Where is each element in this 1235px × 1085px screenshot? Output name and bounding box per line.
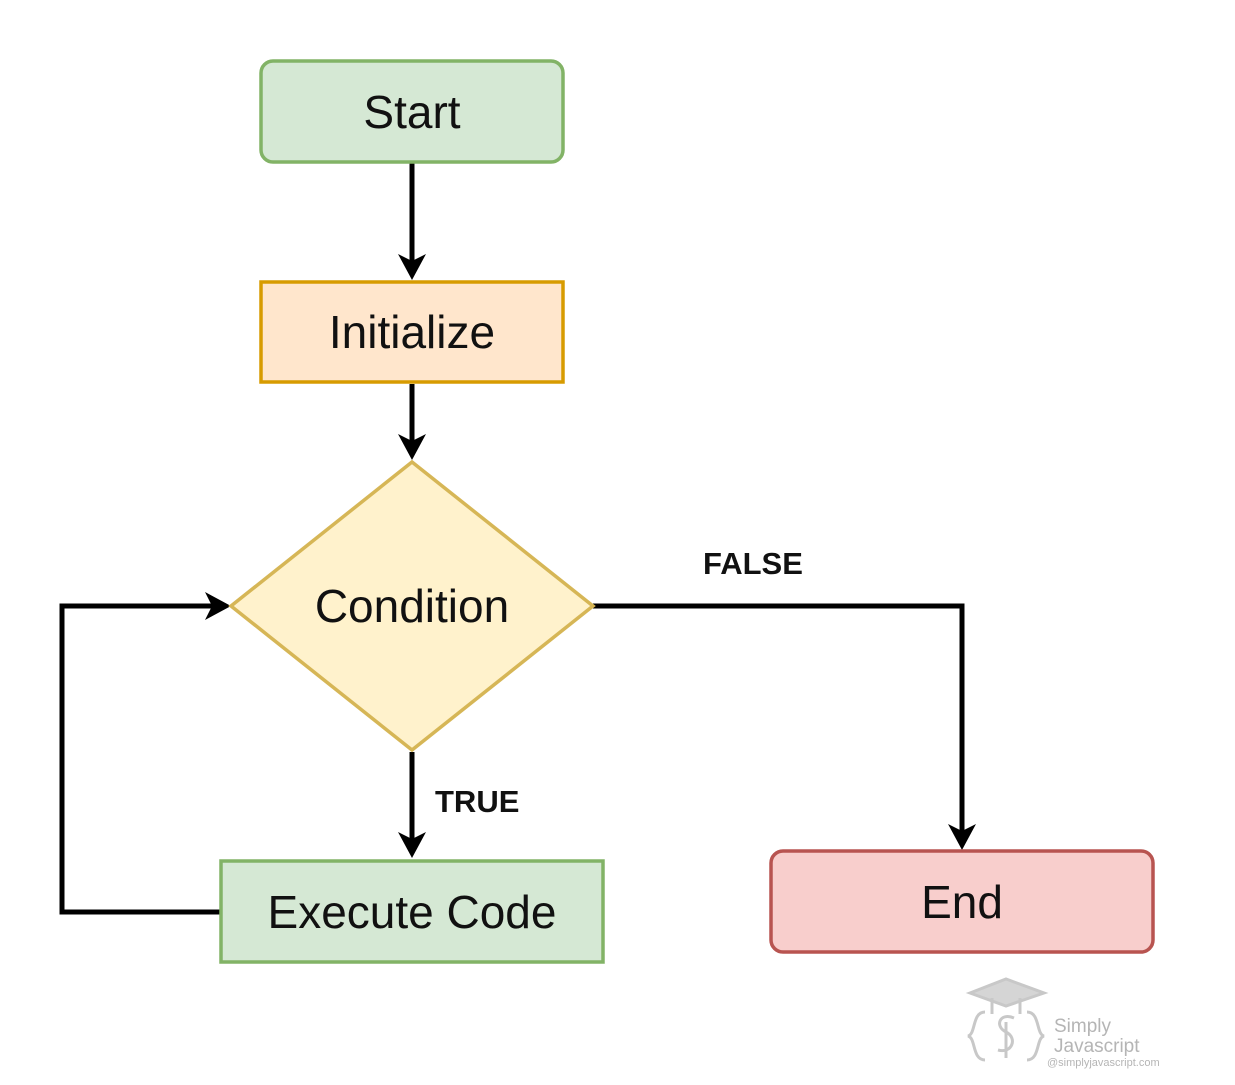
condition-diamond xyxy=(228,459,596,753)
arrowhead-icon xyxy=(398,832,426,858)
node-execute-code: Execute Code xyxy=(219,859,605,964)
watermark-line-3: @simplyjavascript.com xyxy=(1047,1057,1160,1069)
initialize-box xyxy=(259,280,565,384)
end-label: End xyxy=(921,876,1003,928)
arrowhead-icon xyxy=(205,592,231,620)
watermark: Simply Javascript @simplyjavascript.com xyxy=(965,977,1160,1069)
edges: TRUE FALSE xyxy=(59,163,976,915)
start-label: Start xyxy=(363,86,460,138)
arrowhead-icon xyxy=(948,824,976,850)
end-box xyxy=(769,849,1155,954)
arrowhead-icon xyxy=(398,254,426,280)
arrowhead-icon xyxy=(398,434,426,460)
true-label: TRUE xyxy=(435,784,519,819)
node-initialize: Initialize xyxy=(259,280,565,384)
node-condition: Condition xyxy=(228,459,596,753)
execute-code-box xyxy=(219,859,605,964)
watermark-line-1: Simply xyxy=(1054,1016,1112,1037)
node-end: End xyxy=(769,849,1155,954)
graduation-cap-logo-icon xyxy=(965,977,1049,1062)
start-box xyxy=(259,59,565,164)
node-start: Start xyxy=(259,59,565,164)
edge-condition-to-end xyxy=(593,603,965,832)
execute-code-label: Execute Code xyxy=(268,886,557,938)
condition-label: Condition xyxy=(315,580,509,632)
initialize-label: Initialize xyxy=(329,306,495,358)
watermark-line-2: Javascript xyxy=(1054,1036,1140,1057)
false-label: FALSE xyxy=(703,546,803,581)
edge-execute-loop-to-condition xyxy=(59,603,221,915)
